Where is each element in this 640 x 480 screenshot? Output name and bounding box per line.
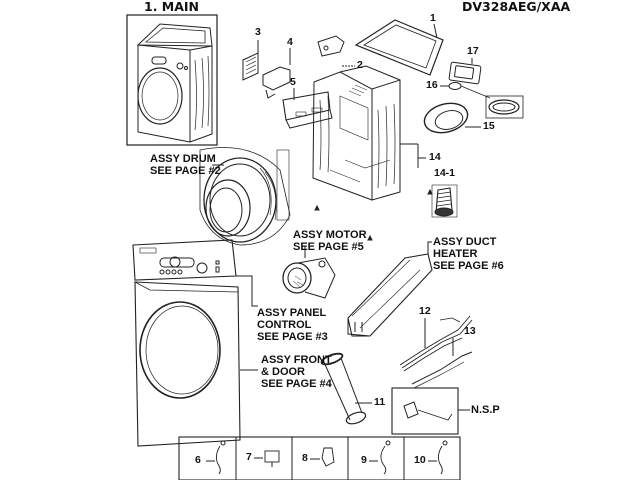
power-cord-nsp — [391, 387, 470, 435]
part-16-gasket — [440, 82, 491, 99]
callout-assy-motor[interactable]: ASSY MOTOR SEE PAGE #5 — [293, 229, 367, 253]
clip-row-drawing — [178, 436, 461, 480]
part-number-4[interactable]: 4 — [287, 36, 293, 48]
callout-assy-drum[interactable]: ASSY DRUM SEE PAGE #2 — [150, 153, 221, 177]
part-14-cabinet — [312, 65, 433, 241]
callout-line: ASSY FRONT — [261, 354, 332, 366]
callout-line: SEE PAGE #4 — [261, 378, 332, 391]
part-number-13[interactable]: 13 — [464, 325, 476, 337]
clip-number-8[interactable]: 8 — [302, 452, 308, 464]
callout-line: ASSY DRUM — [150, 153, 216, 165]
callout-line: ASSY MOTOR — [293, 229, 367, 241]
callout-line: SEE PAGE #6 — [433, 260, 504, 273]
part-5-front-duct — [282, 88, 333, 129]
part-17-cover — [448, 58, 482, 85]
part-number-5[interactable]: 5 — [290, 76, 296, 88]
part-number-1[interactable]: 1 — [430, 12, 436, 24]
callout-line: CONTROL — [257, 319, 312, 332]
callout-line: SEE PAGE #5 — [293, 241, 364, 254]
part-number-2[interactable]: 2 — [357, 59, 363, 71]
part-4-bracket — [262, 48, 291, 99]
drum-assembly — [199, 147, 291, 246]
part-number-17[interactable]: 17 — [467, 45, 479, 57]
callout-line: SEE PAGE #3 — [257, 331, 328, 344]
callout-line: SEE PAGE #2 — [150, 165, 221, 178]
part-number-3[interactable]: 3 — [255, 26, 261, 38]
callout-line: ASSY DUCT — [433, 236, 497, 248]
duct-fitting — [485, 95, 524, 119]
callout-line: & DOOR — [261, 366, 305, 379]
assembled-dryer-overview — [126, 14, 218, 146]
part-13-wire — [411, 338, 473, 389]
front-door-assembly — [134, 281, 258, 447]
part-number-14[interactable]: 14 — [429, 151, 441, 163]
callout-assy-duct-heater[interactable]: ASSY DUCT HEATER SEE PAGE #6 — [433, 236, 504, 272]
callout-nsp: N.S.P — [471, 404, 500, 416]
part-number-15[interactable]: 15 — [483, 120, 495, 132]
clip-number-7[interactable]: 7 — [246, 451, 252, 463]
section-title: 1. MAIN — [144, 0, 200, 14]
callout-line: HEATER — [433, 248, 478, 261]
callout-assy-front-door[interactable]: ASSY FRONT & DOOR SEE PAGE #4 — [261, 354, 332, 390]
clip-number-9[interactable]: 9 — [361, 454, 367, 466]
clip-number-10[interactable]: 10 — [414, 454, 426, 466]
callout-line: ASSY PANEL — [257, 307, 327, 319]
part-11-exhaust-tube — [320, 352, 372, 425]
duct-heater-assembly — [347, 241, 433, 337]
model-number: DV328AEG/XAA — [462, 0, 571, 14]
clip-number-6[interactable]: 6 — [195, 454, 201, 466]
motor-assembly — [282, 246, 336, 299]
control-panel-assembly — [132, 239, 258, 307]
part-1-top-panel — [354, 19, 444, 76]
part-number-11[interactable]: 11 — [374, 396, 386, 408]
callout-assy-panel-control[interactable]: ASSY PANEL CONTROL SEE PAGE #3 — [257, 307, 328, 343]
part-number-16[interactable]: 16 — [426, 79, 438, 91]
part-number-14-1[interactable]: 14-1 — [434, 167, 456, 179]
part-12-wire-harness — [399, 315, 473, 372]
part-2-hinge-bracket — [317, 35, 355, 67]
part-14-1-leveling-leg — [431, 184, 458, 218]
part-number-12[interactable]: 12 — [419, 305, 431, 317]
part-15-duct-ring — [423, 102, 481, 134]
part-3-grille — [242, 40, 259, 81]
